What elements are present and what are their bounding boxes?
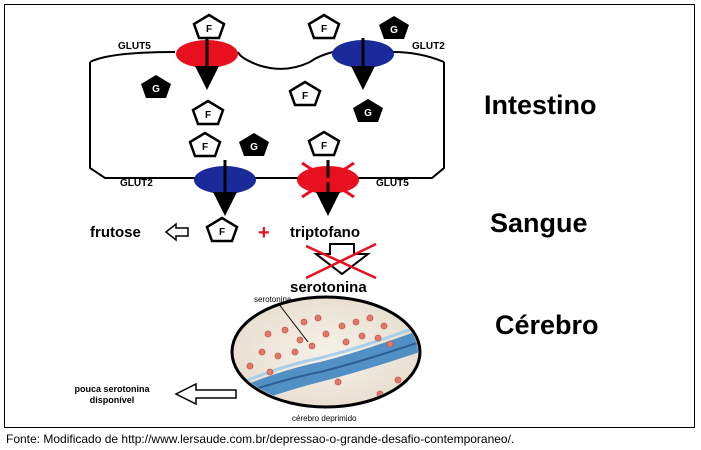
heading-cerebro: Cérebro	[495, 310, 599, 340]
label-triptofano: triptofano	[290, 224, 360, 241]
fructose-molecule: F	[205, 216, 239, 243]
glucose-molecule: G	[239, 133, 269, 156]
label-glut2-bottom: GLUT2	[120, 178, 153, 189]
intestine-cell-top-edge	[89, 51, 445, 70]
hollow-arrow-down	[313, 243, 371, 276]
serotonina-pointer	[277, 302, 309, 343]
glucose-molecule: G	[141, 75, 171, 98]
svg-text:F: F	[205, 110, 211, 121]
hollow-arrow-left-large	[174, 382, 237, 406]
label-serotonina: serotonina	[290, 279, 367, 296]
figure-frame	[4, 4, 695, 428]
hollow-arrow-left-small	[164, 222, 189, 242]
svg-text:G: G	[152, 84, 160, 95]
fructose-molecule: F	[188, 131, 222, 158]
svg-text:G: G	[364, 108, 372, 119]
label-cerebro-deprimido: cérebro deprimido	[292, 414, 357, 423]
fructose-molecule: F	[192, 13, 226, 40]
block-cross-glut5-b	[301, 161, 355, 199]
label-glut5-top: GLUT5	[118, 41, 151, 52]
svg-text:G: G	[390, 25, 398, 36]
fructose-molecule: F	[191, 99, 225, 126]
svg-text:F: F	[321, 24, 327, 35]
label-pouca-serotonina: pouca serotonina	[74, 384, 150, 394]
svg-text:F: F	[202, 142, 208, 153]
serotonin-dots	[246, 314, 402, 398]
fructose-molecule: F	[307, 13, 341, 40]
glucose-molecule: G	[379, 16, 409, 39]
svg-text:F: F	[321, 141, 327, 152]
label-disponivel: disponível	[90, 395, 135, 405]
svg-text:F: F	[302, 91, 308, 102]
svg-text:F: F	[219, 227, 225, 238]
intestine-cell-outline	[89, 62, 445, 179]
source-caption: Fonte: Modificado de http://www.lersaude…	[6, 432, 515, 446]
block-cross-conversion-b	[305, 242, 377, 280]
plus-sign: +	[258, 222, 270, 244]
fructose-molecule: F	[288, 80, 322, 107]
glucose-molecule: G	[353, 99, 383, 122]
brain-tissue-image	[230, 295, 422, 409]
label-glut5-bottom: GLUT5	[376, 178, 409, 189]
heading-intestino: Intestino	[484, 90, 597, 120]
label-serotonina-small: serotonina	[254, 295, 292, 304]
svg-text:F: F	[206, 24, 212, 35]
svg-text:G: G	[250, 142, 258, 153]
label-frutose: frutose	[90, 224, 141, 241]
label-glut2-top: GLUT2	[412, 41, 445, 52]
fructose-molecule: F	[307, 130, 341, 157]
heading-sangue: Sangue	[490, 208, 588, 238]
